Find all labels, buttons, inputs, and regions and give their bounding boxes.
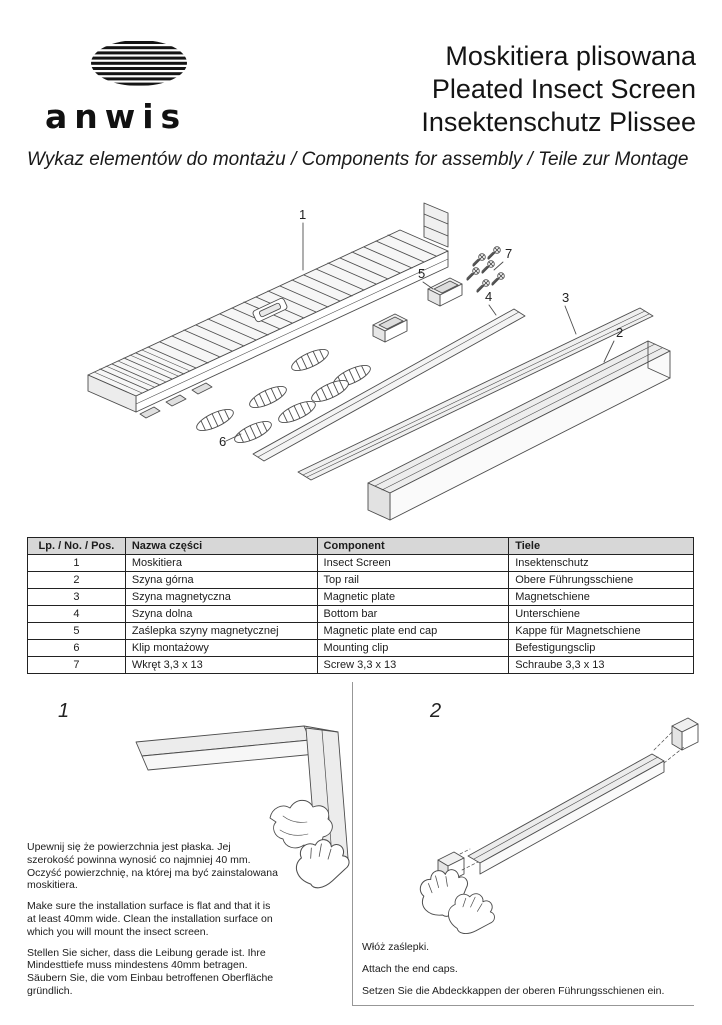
part-insect-screen (87, 202, 449, 419)
table-row: 2 Szyna górna Top rail Obere Führungssch… (27, 571, 694, 589)
title-line-en: Pleated Insect Screen (431, 74, 696, 104)
cell-name-pl: Klip montażowy (124, 639, 318, 657)
cell-name-en: Insect Screen (316, 554, 510, 572)
table-row: 6 Klip montażowy Mounting clip Befestigu… (27, 639, 694, 657)
cell-name-en: Magnetic plate end cap (316, 622, 510, 640)
cell-name-pl: Szyna górna (124, 571, 318, 589)
step-1-illustration (135, 725, 350, 889)
part-top-rail (367, 340, 671, 521)
table-row: 5 Zaślepka szyny magnetycznej Magnetic p… (27, 622, 694, 640)
exploded-diagram-svg: 1 2 3 4 5 6 7 (87, 202, 671, 521)
cell-name-en: Mounting clip (316, 639, 510, 657)
step-2-number: 2 (430, 700, 442, 722)
cell-name-en: Screw 3,3 x 13 (316, 656, 510, 674)
exploded-view-diagram: 1 2 3 4 5 6 7 (0, 185, 722, 537)
parts-table: Lp. / No. / Pos. Nazwa części Component … (27, 537, 694, 674)
title-line-pl: Moskitiera plisowana (445, 41, 696, 71)
instruction-text-de: Stellen Sie sicher, dass die Leibung ger… (27, 946, 274, 997)
cell-name-en: Bottom bar (316, 605, 510, 623)
hand-icon (295, 839, 350, 889)
cassette-end-bracket (423, 202, 449, 248)
table-row: 3 Szyna magnetyczna Magnetic plate Magne… (27, 588, 694, 606)
col-header-name-en: Component (316, 537, 510, 555)
column-divider (352, 682, 353, 1005)
table-header-row: Lp. / No. / Pos. Nazwa części Component … (27, 537, 694, 555)
callout-4: 4 (485, 289, 492, 304)
step-2-illustration (419, 717, 699, 935)
anwis-globe-icon (91, 41, 187, 86)
top-rail-drawing (467, 753, 665, 875)
cell-name-en: Top rail (316, 571, 510, 589)
title-line-de: Insektenschutz Plissee (421, 107, 696, 137)
step-2-instructions: Włóż zaślepki. Attach the end caps. Setz… (362, 941, 698, 1006)
assembly-guide-lines (459, 848, 479, 871)
instruction-text-en: Make sure the installation surface is fl… (27, 900, 273, 938)
bottom-rule (352, 1005, 694, 1006)
col-header-number: Lp. / No. / Pos. (27, 537, 126, 555)
col-header-name-pl: Nazwa części (124, 537, 318, 555)
table-row: 4 Szyna dolna Bottom bar Unterschiene (27, 605, 694, 623)
cell-name-de: Obere Führungsschiene (508, 571, 694, 589)
step-1-number: 1 (58, 700, 70, 722)
table-row: 7 Wkręt 3,3 x 13 Screw 3,3 x 13 Schraube… (27, 656, 694, 674)
step-1-instructions: Upewnij się że powierzchnia jest płaska.… (27, 841, 280, 1006)
end-cap-right (671, 717, 699, 751)
assembly-guide-lines (653, 731, 685, 764)
cell-name-de: Insektenschutz (508, 554, 694, 572)
cell-number: 4 (27, 605, 126, 623)
anwis-logo: anwis (45, 38, 205, 136)
cell-name-pl: Szyna dolna (124, 605, 318, 623)
cell-number: 5 (27, 622, 126, 640)
callout-3: 3 (562, 290, 569, 305)
cell-number: 2 (27, 571, 126, 589)
components-subtitle: Wykaz elementów do montażu / Components … (27, 149, 689, 170)
cell-name-pl: Zaślepka szyny magnetycznej (124, 622, 318, 640)
logo-wordmark: anwis (45, 97, 188, 136)
instruction-text-en: Attach the end caps. (362, 962, 458, 975)
cell-number: 7 (27, 656, 126, 674)
cell-name-pl: Szyna magnetyczna (124, 588, 318, 606)
table-row: 1 Moskitiera Insect Screen Insektenschut… (27, 554, 694, 572)
cell-name-de: Schraube 3,3 x 13 (508, 656, 694, 674)
instruction-text-pl: Włóż zaślepki. (362, 941, 430, 953)
instruction-text-de: Setzen Sie die Abdeckkappen der oberen F… (362, 984, 665, 997)
cell-number: 6 (27, 639, 126, 657)
cell-name-de: Unterschiene (508, 605, 694, 623)
part-magnetic-rail (297, 307, 654, 481)
cell-name-pl: Wkręt 3,3 x 13 (124, 656, 318, 674)
hand-icon (448, 893, 495, 935)
cassette-handle (252, 297, 288, 323)
cell-number: 1 (27, 554, 126, 572)
cell-name-de: Kappe für Magnetschiene (508, 622, 694, 640)
document-title: Moskitiera plisowana Pleated Insect Scre… (421, 40, 696, 139)
cell-name-pl: Moskitiera (124, 554, 318, 572)
instruction-text-pl: Upewnij się że powierzchnia jest płaska.… (27, 841, 278, 892)
callout-5: 5 (418, 266, 425, 281)
callout-2: 2 (616, 325, 623, 340)
part-screws (465, 245, 506, 293)
cell-name-en: Magnetic plate (316, 588, 510, 606)
callout-leader-lines (225, 222, 615, 442)
callout-6: 6 (219, 434, 226, 449)
col-header-name-de: Tiele (508, 537, 694, 555)
part-end-caps (372, 277, 463, 343)
part-bottom-bar (252, 308, 526, 462)
callouts: 1 2 3 4 5 6 7 (219, 207, 623, 449)
cell-number: 3 (27, 588, 126, 606)
callout-7: 7 (505, 246, 512, 261)
cleaning-cloth (269, 799, 333, 849)
callout-1: 1 (299, 207, 306, 222)
cell-name-de: Magnetschiene (508, 588, 694, 606)
cell-name-de: Befestigungsclip (508, 639, 694, 657)
